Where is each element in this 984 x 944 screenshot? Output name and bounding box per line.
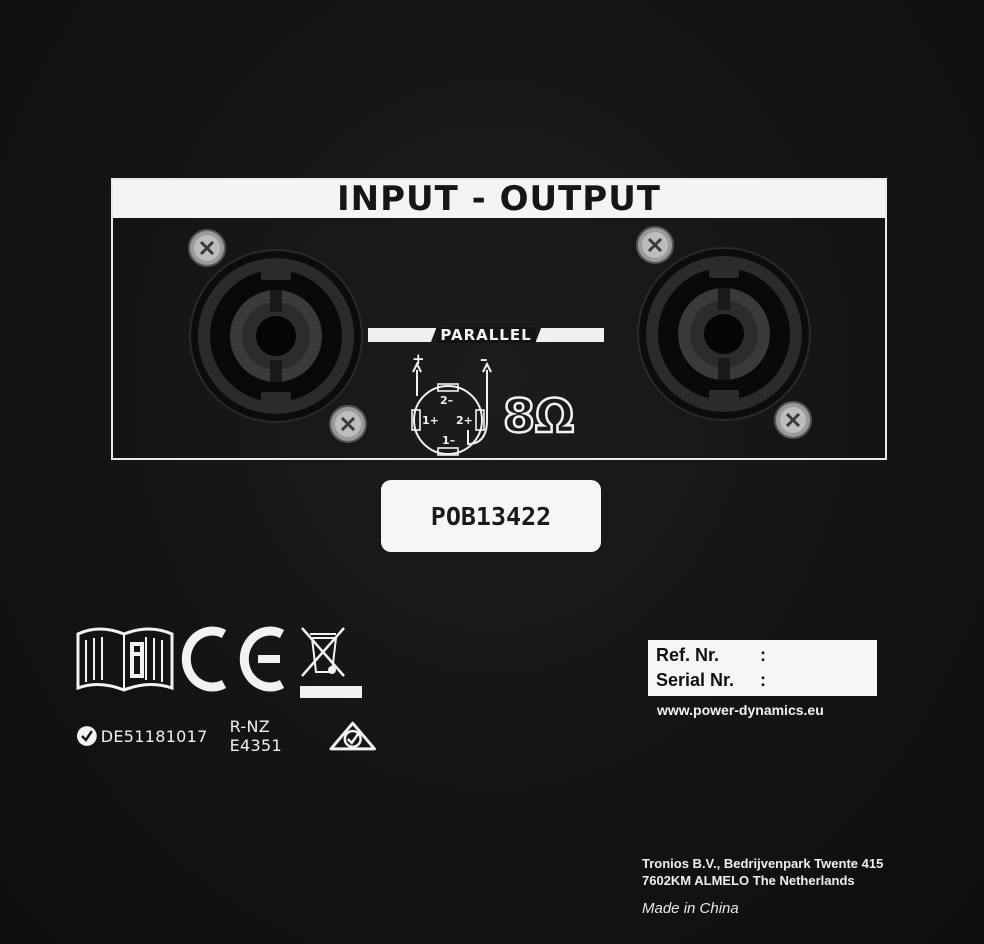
- input-output-title: INPUT - OUTPUT: [336, 179, 662, 219]
- model-number-sticker: POB13422: [381, 480, 601, 552]
- pin-1-plus-label: 1+: [422, 414, 439, 427]
- compliance-marks: [76, 626, 362, 698]
- made-in-label: Made in China: [642, 900, 739, 917]
- rcm-tick-icon: [329, 721, 376, 751]
- certification-codes: DE51181017 R-NZ E4351: [76, 717, 376, 755]
- ve-check-icon: [76, 726, 97, 746]
- speakon-input-connector[interactable]: [188, 248, 364, 424]
- screw-icon: [774, 401, 812, 439]
- parallel-bar-right: [535, 328, 604, 342]
- model-number: POB13422: [430, 501, 552, 531]
- screw-icon: [329, 405, 367, 443]
- website-url: www.power-dynamics.eu: [657, 702, 824, 718]
- company-address-line2: 7602KM ALMELO The Netherlands: [642, 873, 855, 888]
- input-output-header: INPUT - OUTPUT: [113, 179, 885, 219]
- impedance-label: 8Ω: [502, 389, 576, 443]
- ref-number-label: Ref. Nr.: [656, 645, 720, 665]
- serial-number-row: Serial Nr. :: [656, 668, 869, 693]
- ref-serial-sticker: Ref. Nr. : Serial Nr. :: [648, 640, 877, 696]
- ce-mark-icon: [181, 626, 285, 692]
- parallel-bar-left: [368, 328, 437, 342]
- pin-1-minus-label: 1–: [442, 434, 455, 447]
- parallel-indicator: PARALLEL: [368, 327, 604, 343]
- company-address: Tronios B.V., Bedrijvenpark Twente 415 7…: [642, 855, 883, 889]
- pin-2-plus-label: 2+: [456, 414, 473, 427]
- parallel-label: PARALLEL: [436, 327, 536, 343]
- serial-number-separator: :: [760, 670, 766, 690]
- serial-number-label: Serial Nr.: [656, 670, 735, 690]
- manual-info-icon: [76, 627, 174, 692]
- screw-icon: [188, 229, 226, 267]
- ref-number-separator: :: [760, 645, 766, 665]
- pin-2-minus-label: 2–: [440, 394, 453, 407]
- input-output-plate: INPUT - OUTPUT PARALLEL + – 2– 1+ 2+ 1– …: [111, 178, 887, 460]
- company-address-line1: Tronios B.V., Bedrijvenpark Twente 415: [642, 856, 884, 871]
- pin-minus-label: –: [480, 350, 488, 368]
- speakon-pinout-icon: + – 2– 1+ 2+ 1–: [411, 350, 492, 456]
- screw-icon: [636, 226, 674, 264]
- speakon-output-connector[interactable]: [636, 246, 812, 422]
- pin-plus-label: +: [412, 350, 425, 368]
- crossed-bin-icon: [300, 627, 362, 698]
- ve-code: DE51181017: [100, 726, 208, 746]
- rcm-code: R-NZ E4351: [229, 717, 282, 755]
- ref-number-row: Ref. Nr. :: [656, 643, 869, 668]
